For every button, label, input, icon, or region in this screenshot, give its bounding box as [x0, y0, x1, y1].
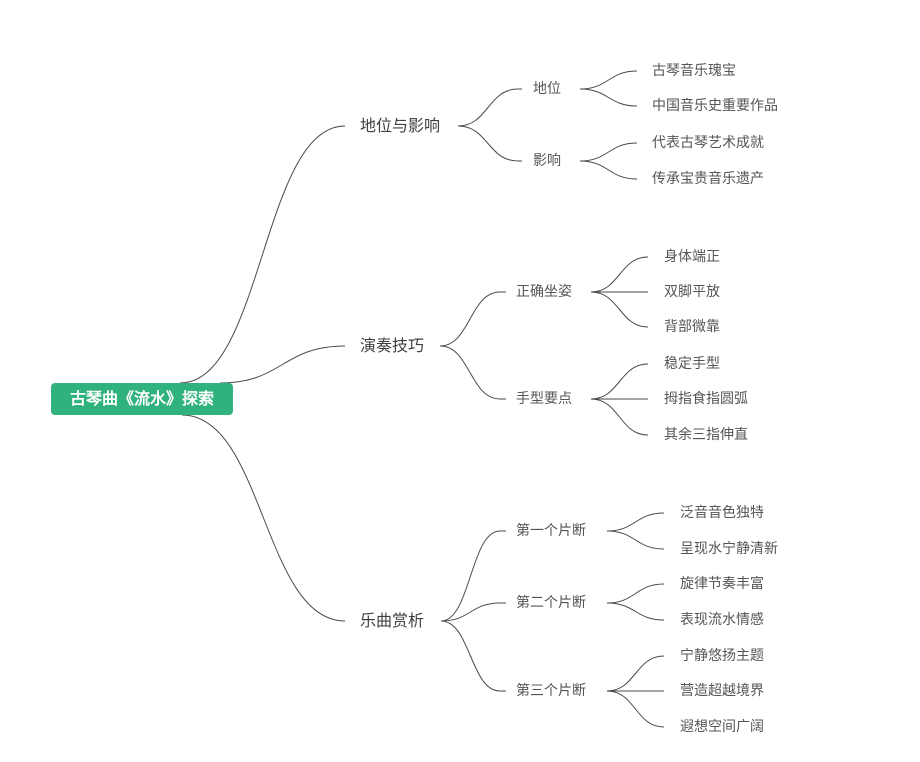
leaf-node[interactable]: 旋律节奏丰富: [680, 576, 764, 592]
connector-line: [440, 530, 506, 622]
leaf-node[interactable]: 拇指食指圆弧: [664, 391, 748, 407]
connector-line: [579, 88, 638, 107]
topic-segment-2[interactable]: 第二个片断: [516, 595, 586, 611]
leaf-node[interactable]: 泛音音色独特: [680, 505, 764, 521]
leaf-node[interactable]: 宁静悠扬主题: [680, 648, 764, 664]
connector-line: [590, 363, 649, 400]
connector-line: [606, 530, 665, 550]
branch-music-appreciation[interactable]: 乐曲赏析: [360, 611, 425, 630]
leaf-node[interactable]: 稳定手型: [664, 356, 720, 372]
connector-line: [440, 620, 506, 692]
connector-line: [606, 583, 665, 604]
connector-line: [579, 160, 638, 180]
connector-line: [579, 70, 638, 90]
leaf-node[interactable]: 传承宝贵音乐遗产: [652, 171, 764, 187]
connector-line: [179, 125, 346, 384]
connector-line: [457, 125, 522, 162]
connector-line: [579, 142, 638, 162]
connector-line: [439, 291, 506, 347]
leaf-node[interactable]: 背部微靠: [664, 319, 720, 335]
topic-segment-1[interactable]: 第一个片断: [516, 523, 586, 539]
branch-status-influence[interactable]: 地位与影响: [360, 116, 441, 135]
connector-line: [181, 414, 346, 622]
connector-line: [590, 256, 649, 293]
connector-line: [219, 345, 346, 384]
connector-line: [439, 345, 506, 400]
connector-line: [590, 291, 649, 328]
leaf-node[interactable]: 代表古琴艺术成就: [652, 135, 764, 151]
leaf-node[interactable]: 表现流水情感: [680, 612, 764, 628]
root-node[interactable]: 古琴曲《流水》探索: [51, 383, 233, 415]
branch-playing-technique[interactable]: 演奏技巧: [360, 336, 425, 355]
connector-line: [457, 88, 522, 127]
leaf-node[interactable]: 中国音乐史重要作品: [652, 98, 778, 114]
connector-line: [606, 602, 665, 621]
connector-line: [590, 398, 649, 436]
leaf-node[interactable]: 呈现水宁静清新: [680, 541, 778, 557]
connector-line: [440, 602, 506, 622]
topic-influence[interactable]: 影响: [533, 153, 561, 169]
leaf-node[interactable]: 古琴音乐瑰宝: [652, 63, 736, 79]
topic-hand-shape[interactable]: 手型要点: [516, 391, 572, 407]
connector-line: [606, 512, 665, 532]
topic-sitting-posture[interactable]: 正确坐姿: [516, 284, 572, 300]
leaf-node[interactable]: 身体端正: [664, 249, 720, 265]
topic-segment-3[interactable]: 第三个片断: [516, 683, 586, 699]
connector-line: [606, 655, 665, 692]
leaf-node[interactable]: 双脚平放: [664, 284, 720, 300]
leaf-node[interactable]: 遐想空间广阔: [680, 719, 764, 735]
leaf-node[interactable]: 其余三指伸直: [664, 427, 748, 443]
connector-line: [606, 690, 665, 728]
topic-status[interactable]: 地位: [533, 81, 561, 97]
leaf-node[interactable]: 营造超越境界: [680, 683, 764, 699]
